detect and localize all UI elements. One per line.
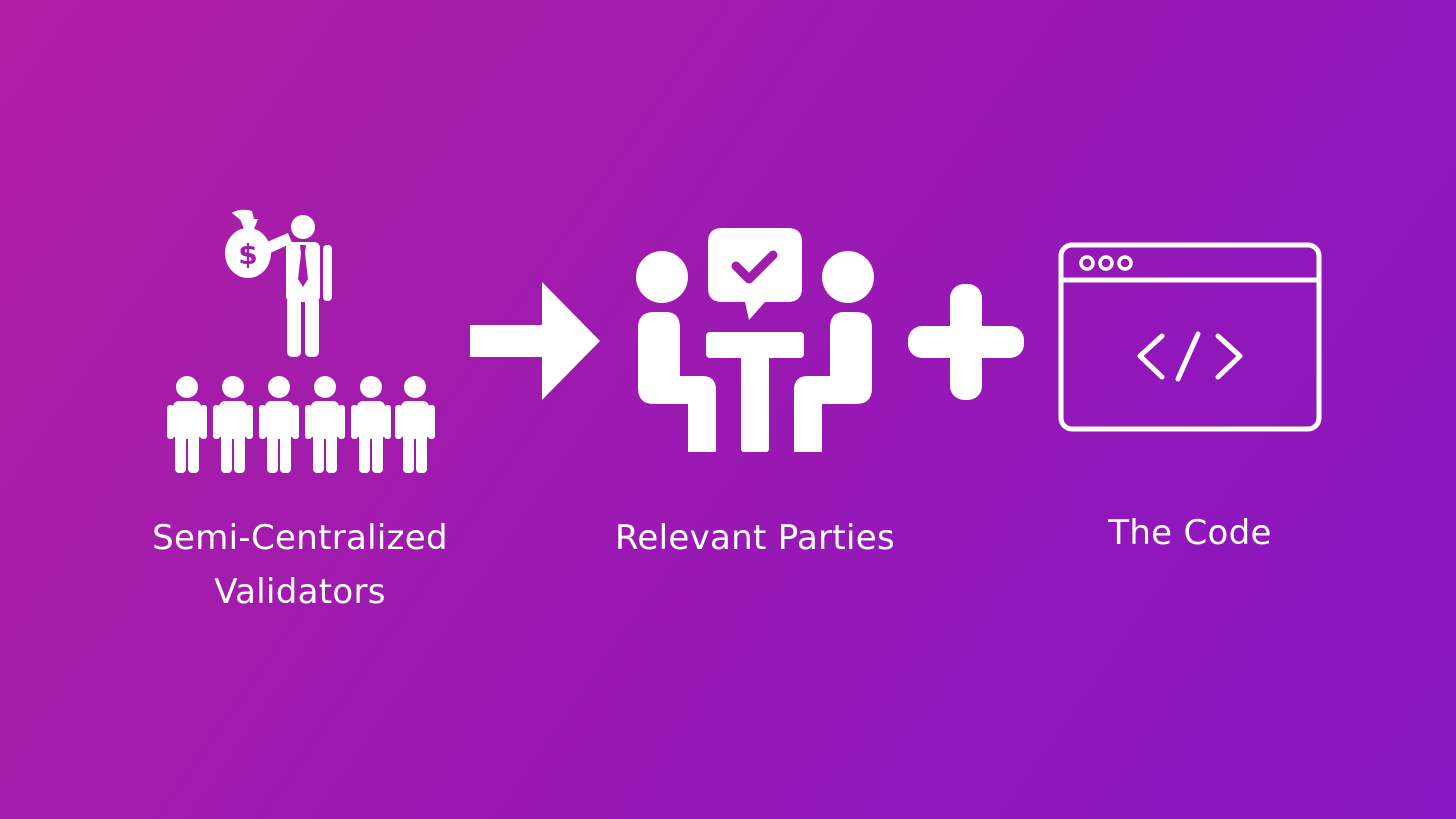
- meeting-agreement-icon: [636, 228, 874, 452]
- svg-text:$: $: [238, 238, 257, 271]
- validators-label: Semi-Centralized Validators: [100, 511, 500, 619]
- parties-label: Relevant Parties: [614, 518, 896, 558]
- check-bubble-icon: [708, 228, 802, 320]
- code-window-icon: [1058, 242, 1322, 432]
- validators-label-line1: Semi-Centralized: [152, 518, 448, 558]
- crowd-icon: [167, 376, 435, 473]
- code-brackets-icon: [1137, 331, 1243, 382]
- plus-icon: [908, 284, 1024, 400]
- arrow-right-icon: [470, 282, 600, 400]
- investor-and-crowd-icon: $: [167, 209, 435, 473]
- code-label: The Code: [1108, 513, 1272, 553]
- money-bag-icon: $: [225, 209, 271, 278]
- validators-label-line2: Validators: [214, 572, 386, 612]
